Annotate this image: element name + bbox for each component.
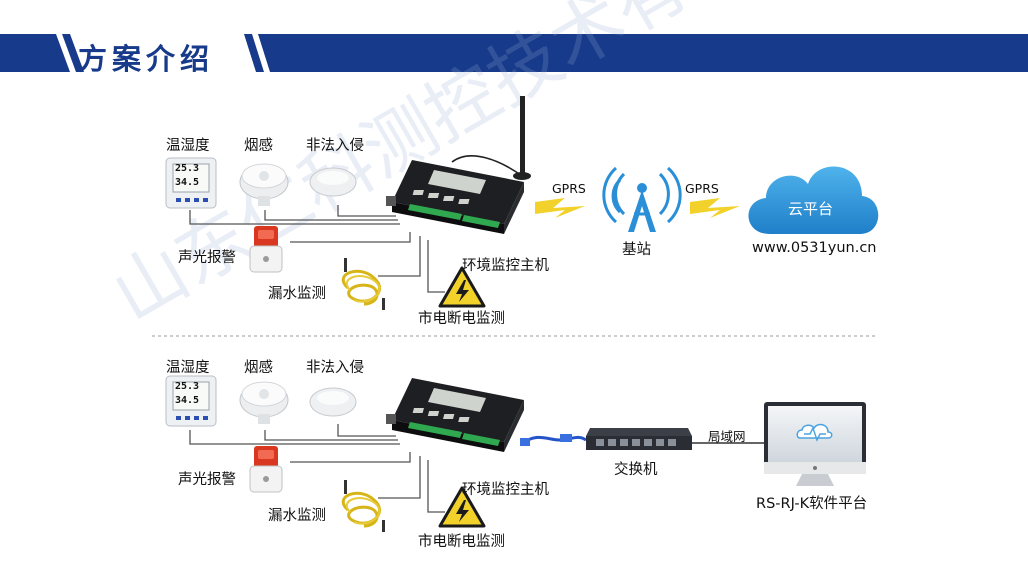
network-switch-icon [586, 428, 692, 450]
antenna-icon [520, 96, 525, 174]
smoke-detector-icon [239, 163, 289, 207]
label-gprs-right: GPRS [685, 181, 719, 196]
intrusion-sensor-icon [309, 167, 357, 197]
label-alarm: 声光报警 [178, 250, 236, 266]
label-host: 环境监控主机 [462, 258, 549, 274]
network-cable-icon [520, 434, 587, 446]
page-title: 方案介绍 [78, 42, 215, 76]
gprs-link-right-icon [690, 198, 740, 218]
label-smoke: 烟感 [244, 138, 273, 154]
alarm-unit-icon-2 [249, 445, 283, 493]
gprs-link-left-icon [535, 198, 585, 218]
label-lan: 局域网 [708, 429, 746, 444]
display-temp-2: 25.3 [175, 381, 200, 392]
cloud-platform-icon [748, 166, 879, 234]
monitoring-host-icon [386, 160, 524, 234]
display-humidity: 34.5 [175, 177, 200, 188]
label-switch: 交换机 [614, 462, 658, 478]
lan-scheme [165, 375, 866, 534]
header-banner [0, 34, 1028, 72]
monitoring-host-icon-2 [386, 378, 524, 452]
intrusion-sensor-icon-2 [309, 387, 357, 417]
gprs-scheme [165, 96, 879, 312]
base-station-icon [602, 166, 682, 232]
label-base-station: 基站 [622, 242, 651, 258]
alarm-unit-icon [249, 225, 283, 273]
label-power-cut-2: 市电断电监测 [418, 534, 505, 550]
label-water-leak-2: 漏水监测 [268, 508, 326, 524]
display-temp: 25.3 [175, 163, 200, 174]
label-alarm-2: 声光报警 [178, 472, 236, 488]
smoke-detector-icon-2 [239, 381, 289, 425]
label-power-cut: 市电断电监测 [418, 311, 505, 327]
label-host-2: 环境监控主机 [462, 482, 549, 498]
computer-monitor-icon [764, 402, 866, 486]
label-water-leak: 漏水监测 [268, 286, 326, 302]
water-leak-cable-icon-2 [341, 478, 387, 534]
label-smoke-2: 烟感 [244, 360, 273, 376]
label-temp-humidity-2: 温湿度 [166, 360, 210, 376]
label-intrusion: 非法入侵 [306, 138, 364, 154]
label-platform: RS-RJ-K软件平台 [756, 496, 868, 512]
label-cloud: 云平台 [788, 200, 834, 218]
label-intrusion-2: 非法入侵 [306, 360, 364, 376]
cloud-url: www.0531yun.cn [752, 240, 877, 256]
label-gprs-left: GPRS [552, 181, 586, 196]
water-leak-cable-icon [341, 256, 387, 312]
display-humidity-2: 34.5 [175, 395, 200, 406]
label-temp-humidity: 温湿度 [166, 138, 210, 154]
